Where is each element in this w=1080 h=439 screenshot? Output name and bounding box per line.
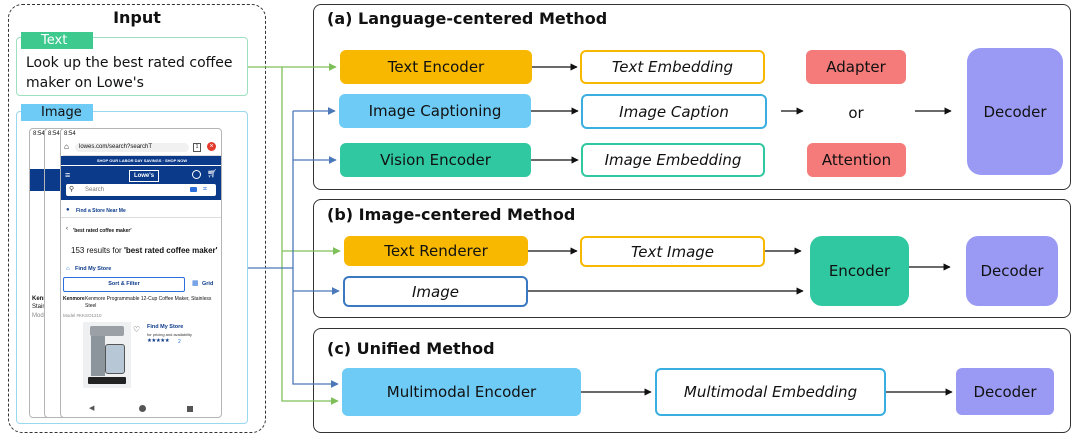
results-summary: 153 results for 'best rated coffee maker…	[71, 246, 218, 255]
search-input[interactable]: Search	[85, 187, 105, 193]
image-tag: Image	[21, 104, 93, 121]
tabs-icon[interactable]: 1	[193, 143, 201, 152]
product-brand: Kenmore	[63, 296, 85, 302]
account-icon[interactable]	[192, 170, 201, 179]
query-breadcrumb[interactable]: 'best rated coffee maker'	[73, 228, 132, 234]
rating-count[interactable]: 2	[178, 339, 181, 345]
or-label: or	[848, 104, 864, 122]
phone-screenshot-front: 8:54 ⌂ lowes.com/search?searchT 1 × SHOP…	[60, 128, 222, 418]
partial-label: Stain	[32, 304, 46, 310]
camera-icon[interactable]	[190, 187, 197, 192]
decoder-c-box: Decoder	[956, 368, 1054, 415]
home-nav-icon[interactable]	[139, 405, 146, 412]
lowes-logo[interactable]: Lowe's	[129, 170, 159, 182]
encoder-box: Encoder	[810, 236, 909, 306]
decoder-a-box: Decoder	[967, 48, 1063, 175]
text-input-content: Look up the best rated coffee maker on L…	[26, 55, 233, 91]
text-encoder-box: Text Encoder	[340, 50, 532, 84]
panel-b-title: (b) Image-centered Method	[327, 205, 576, 224]
image-input-box	[16, 111, 248, 424]
grid-toggle[interactable]: Grid	[202, 281, 214, 287]
store-link[interactable]: Find My Store	[147, 324, 184, 330]
partial-label: Model	[32, 313, 49, 319]
input-frame	[8, 4, 266, 433]
text-embedding-box: Text Embedding	[580, 50, 765, 84]
heart-icon[interactable]: ♡	[133, 325, 141, 334]
attention-box: Attention	[807, 143, 906, 177]
product-model: Model #KKSO1210	[63, 313, 102, 318]
text-input-wires	[248, 63, 341, 405]
text-renderer-box: Text Renderer	[344, 236, 528, 266]
text-input-box	[16, 37, 248, 96]
url-bar[interactable]: lowes.com/search?searchT	[75, 143, 189, 152]
store-availability: for pricing and availability	[147, 332, 192, 337]
phone-time: 8:54	[64, 131, 76, 137]
image-captioning-box: Image Captioning	[339, 94, 531, 128]
multimodal-encoder-box: Multimodal Encoder	[342, 368, 581, 416]
image-caption-box: Image Caption	[581, 94, 767, 129]
panel-a-title: (a) Language-centered Method	[327, 9, 608, 28]
recents-nav-icon[interactable]	[187, 406, 193, 412]
phone-time: 8:54	[48, 131, 60, 137]
back-chevron-icon[interactable]: ‹	[66, 226, 68, 232]
partial-label: Kenm	[32, 296, 49, 302]
coffee-maker-image[interactable]	[83, 322, 131, 388]
search-icon: ⚲	[69, 186, 75, 193]
star-rating-icon: ★★★★★	[147, 338, 170, 344]
input-title: Input	[113, 8, 161, 27]
menu-icon[interactable]: ≡	[65, 170, 71, 180]
text-image-box: Text Image	[580, 236, 765, 267]
barcode-icon[interactable]: ⌗	[203, 186, 207, 193]
store-icon: ⌂	[66, 266, 70, 272]
location-icon: ●	[66, 207, 70, 213]
phone-time: 8:54	[33, 131, 45, 137]
image-embedding-box: Image Embedding	[581, 143, 765, 177]
results-prefix: 153 results for	[71, 246, 122, 255]
results-query: 'best rated coffee maker'	[123, 246, 218, 255]
find-my-store-link[interactable]: Find My Store	[75, 266, 112, 272]
panel-c-title: (c) Unified Method	[327, 339, 495, 358]
image-input-wires	[248, 107, 340, 388]
product-name[interactable]: Kenmore Programmable 12-Cup Coffee Maker…	[85, 296, 212, 309]
flow-arrows	[528, 63, 953, 396]
text-tag: Text	[21, 32, 93, 49]
sort-filter-button[interactable]: Sort & Filter	[63, 277, 185, 292]
promo-banner[interactable]: SHOP OUR LABOR DAY SAVINGS · SHOP NOW	[61, 156, 221, 165]
decoder-b-box: Decoder	[966, 236, 1058, 306]
grid-icon[interactable]: ▦	[192, 280, 199, 287]
adapter-box: Adapter	[806, 50, 906, 84]
vision-encoder-box: Vision Encoder	[340, 143, 531, 177]
back-nav-icon[interactable]: ◀	[89, 405, 95, 412]
find-store-link[interactable]: Find a Store Near Me	[76, 208, 126, 214]
home-icon[interactable]: ⌂	[64, 142, 69, 151]
image-box: Image	[343, 276, 528, 307]
cart-icon[interactable]: 🛒︎	[207, 169, 218, 178]
close-icon[interactable]: ×	[207, 142, 216, 151]
multimodal-embedding-box: Multimodal Embedding	[655, 368, 886, 416]
